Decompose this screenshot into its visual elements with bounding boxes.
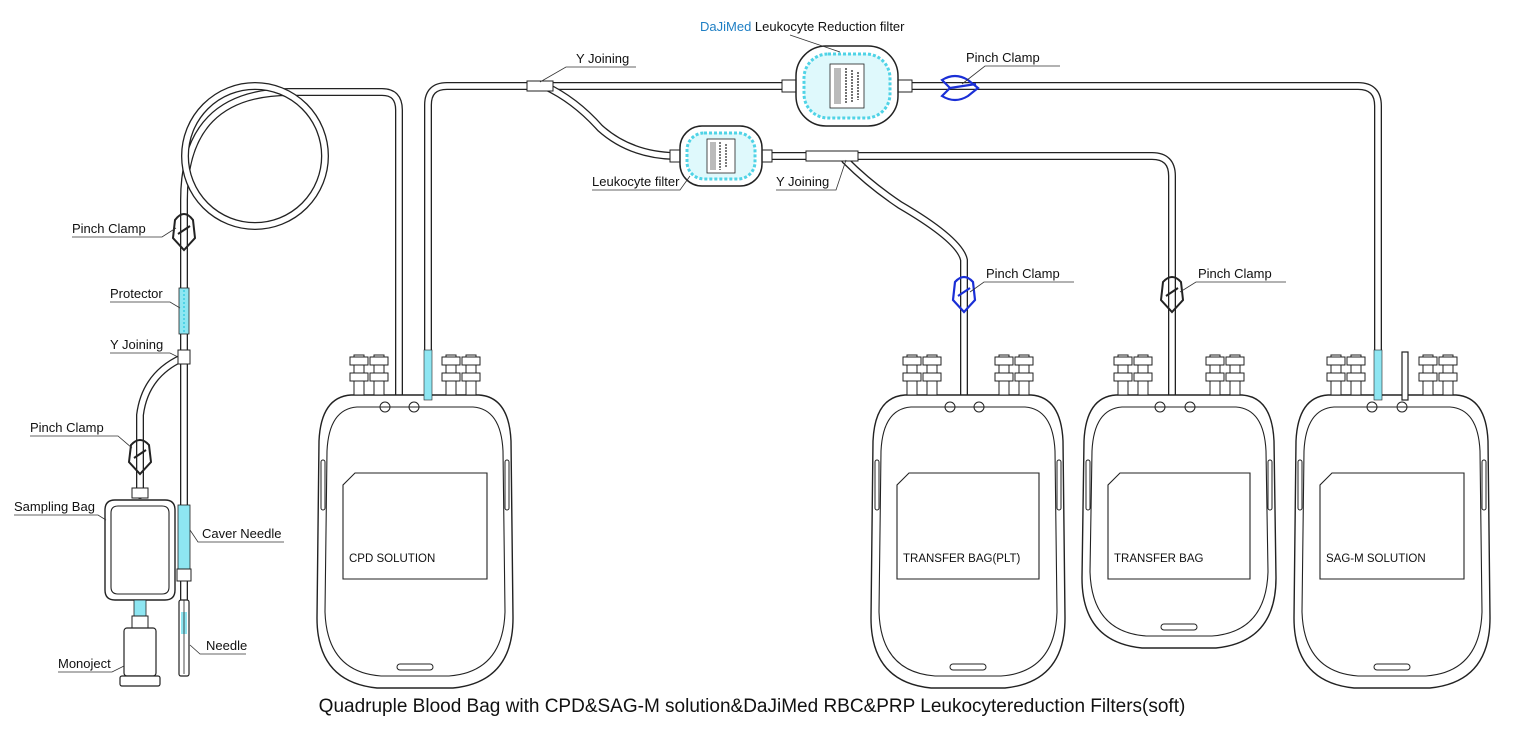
bag-port-cap [1326, 354, 1346, 396]
caver-needle-label: Caver Needle [202, 526, 282, 541]
blood-bag-3: TRANSFER BAG [1081, 354, 1277, 649]
bag-hang-slot [949, 663, 987, 671]
bag-inner-seal [324, 406, 506, 677]
y-joining-top-label: Y Joining [576, 51, 629, 66]
bag-label-text: TRANSFER BAG [1114, 553, 1204, 565]
bag-port-hole [379, 401, 391, 413]
bag-port-cap [369, 354, 389, 396]
bag-port-cap [1418, 354, 1438, 396]
pinch-clamp-left-label: Pinch Clamp [72, 221, 146, 236]
pinch-clamp-transfer-label: Pinch Clamp [1198, 266, 1272, 281]
bag-slot-right [1481, 459, 1487, 511]
bag-inner-seal [1089, 406, 1269, 637]
bag-label-panel [342, 472, 488, 580]
bag-hang-slot [1160, 623, 1198, 631]
bag-port-hole [973, 401, 985, 413]
bag-label-text: SAG-M SOLUTION [1326, 553, 1426, 565]
bag-port-cap [922, 354, 942, 396]
bag-port-cap [1205, 354, 1225, 396]
filter-to-transfer-tube [766, 152, 1176, 399]
bag-slot-right [504, 459, 510, 511]
bag-slot-right [1267, 459, 1273, 511]
leukocyte-filter-label: Leukocyte filter [592, 174, 680, 189]
sampling-branch-tube [136, 354, 186, 499]
bag-slot-right [1056, 459, 1062, 511]
bag-outline [316, 394, 514, 689]
bag-port-hole [1396, 401, 1408, 413]
pinch-clamp-plt-icon[interactable] [951, 275, 977, 314]
rbc-filter-label: DaJiMed Leukocyte Reduction filter [700, 19, 905, 34]
bag-slot-left [874, 459, 880, 511]
bag-label-text: CPD SOLUTION [349, 553, 435, 565]
bag-port-cap [1014, 354, 1034, 396]
bag-port-hole [1154, 401, 1166, 413]
protector [178, 287, 190, 335]
sampling-bag [104, 487, 176, 617]
bag-port-cap [1113, 354, 1133, 396]
bag-port-hole [408, 401, 420, 413]
bag-slot-left [320, 459, 326, 511]
bag-label-panel [1319, 472, 1465, 580]
bag-port-cap [461, 354, 481, 396]
y-joining-left-label: Y Joining [110, 337, 163, 352]
pinch-clamp-transfer-icon[interactable] [1159, 276, 1185, 314]
caver-needle [176, 504, 192, 582]
pinch-clamp-sampling-label: Pinch Clamp [30, 420, 104, 435]
y-joining-top [526, 80, 554, 92]
bag-outline [870, 394, 1066, 689]
bag-outline [1293, 394, 1491, 689]
monoject [119, 615, 161, 687]
bag-port-cap [1346, 354, 1366, 396]
bag-slot-left [1297, 459, 1303, 511]
blood-bag-2: TRANSFER BAG(PLT) [870, 354, 1066, 689]
sagm-vent [1401, 351, 1409, 401]
bag-hang-slot [396, 663, 434, 671]
diagram-caption: Quadruple Blood Bag with CPD&SAG-M solut… [319, 696, 1186, 717]
bag-port-cap [349, 354, 369, 396]
tubing [136, 82, 1382, 604]
y-joining-mid [805, 150, 859, 162]
bag-label-panel [1107, 472, 1251, 580]
leukocyte-filter [669, 125, 773, 187]
needle[interactable] [178, 599, 190, 677]
pinch-clamp-plt-label: Pinch Clamp [986, 266, 1060, 281]
pinch-clamp-left-icon[interactable] [171, 213, 197, 252]
bag-inner-seal [1301, 406, 1483, 677]
bag-port-cap [1133, 354, 1153, 396]
pinch-clamp-top-label: Pinch Clamp [966, 50, 1040, 65]
bag-label-panel [896, 472, 1040, 580]
protector-label: Protector [110, 286, 163, 301]
monoject-label: Monoject [58, 656, 111, 671]
pinch-clamp-top-icon[interactable] [940, 74, 980, 102]
bag-hang-slot [1373, 663, 1411, 671]
bag-port-cap [902, 354, 922, 396]
y-joining-left [177, 349, 191, 365]
bag-port-cap [441, 354, 461, 396]
pinch-clamp-sampling-icon[interactable] [127, 439, 153, 476]
sampling-bag-label: Sampling Bag [14, 499, 95, 514]
rbc-filter-brand: DaJiMed [700, 19, 751, 34]
bag-slot-left [1085, 459, 1091, 511]
blood-bag-4: SAG-M SOLUTION [1293, 354, 1491, 689]
needle-label: Needle [206, 638, 247, 653]
bag-port-hole [1366, 401, 1378, 413]
y-joining-mid-label: Y Joining [776, 174, 829, 189]
bag-label-text: TRANSFER BAG(PLT) [903, 553, 1021, 565]
bag-port-hole [1184, 401, 1196, 413]
bag-port-cap [994, 354, 1014, 396]
bag-port-hole [944, 401, 956, 413]
cpd-port-cyan [423, 349, 433, 401]
bags-layer: CPD SOLUTION TRANSFER BAG(PLT) TRANSFER BA… [316, 354, 1491, 689]
bag-port-cap [1438, 354, 1458, 396]
sagm-port-cyan [1373, 349, 1383, 401]
rbc-filter-rest: Leukocyte Reduction filter [751, 19, 905, 34]
filter-to-sagm-tube [896, 82, 1382, 399]
bag-port-cap [1225, 354, 1245, 396]
bag-inner-seal [878, 406, 1058, 677]
rbc-leukocyte-reduction-filter [781, 45, 913, 127]
bag-outline [1081, 394, 1277, 649]
blood-bag-1: CPD SOLUTION [316, 354, 514, 689]
